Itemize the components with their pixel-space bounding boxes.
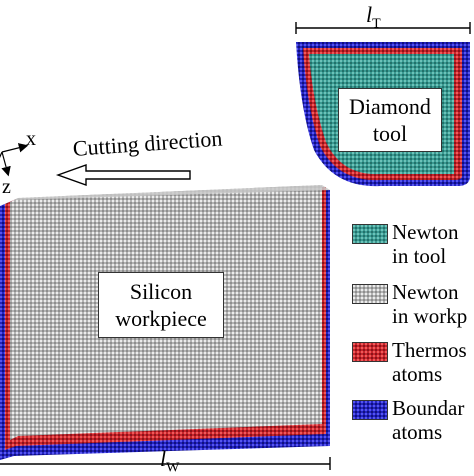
legend-text-thermostat: Thermos atoms <box>392 338 467 386</box>
legend-newton-tool-line1: Newton <box>392 220 459 244</box>
diamond-tool-label-line2: tool <box>372 121 408 146</box>
legend-swatch-newton-tool <box>352 224 388 244</box>
legend-swatch-newton-workpiece <box>352 284 388 304</box>
tool-width-label-main: l <box>366 2 373 27</box>
cutting-direction-arrow <box>55 164 191 186</box>
tool-width-label-sub: T <box>372 16 381 32</box>
legend-text-newton-workpiece: Newton in workp <box>392 280 467 328</box>
legend-thermostat-line2: atoms <box>392 362 443 386</box>
legend-item-newton-tool: Newton in tool <box>352 220 474 274</box>
legend-boundary-line1: Boundar <box>392 396 465 420</box>
legend-item-thermostat: Thermos atoms <box>352 338 474 392</box>
z-axis-label: z <box>2 176 11 198</box>
legend-swatch-boundary <box>352 400 388 420</box>
legend-boundary-line2: atoms <box>392 420 443 444</box>
legend-thermostat-line1: Thermos <box>392 338 467 362</box>
legend-item-newton-workpiece: Newton in workp <box>352 280 474 334</box>
tool-width-label: lT <box>366 2 381 32</box>
workpiece-top-surface <box>0 185 330 206</box>
workpiece-slab <box>0 185 330 460</box>
workpiece-width-label-main: l <box>160 446 167 471</box>
legend-text-newton-tool: Newton in tool <box>392 220 459 268</box>
diamond-tool-label-line1: Diamond <box>349 94 431 119</box>
legend-text-boundary: Boundar atoms <box>392 396 464 444</box>
x-axis-label: x <box>26 128 36 150</box>
legend-newton-workpiece-line1: Newton <box>392 280 459 304</box>
silicon-workpiece-label-line2: workpiece <box>115 306 207 331</box>
workpiece-width-label: lW <box>160 446 179 476</box>
legend-item-boundary: Boundar atoms <box>352 396 474 450</box>
coordinate-axes <box>0 143 29 177</box>
legend-newton-tool-line2: in tool <box>392 244 447 268</box>
diamond-tool-label-box: Diamond tool <box>338 88 442 152</box>
silicon-workpiece-label-line1: Silicon <box>129 279 193 304</box>
legend-newton-workpiece-line2: in workp <box>392 304 468 328</box>
legend-swatch-thermostat <box>352 342 388 362</box>
silicon-workpiece-label-box: Silicon workpiece <box>98 272 224 338</box>
workpiece-width-label-sub: W <box>166 460 180 476</box>
